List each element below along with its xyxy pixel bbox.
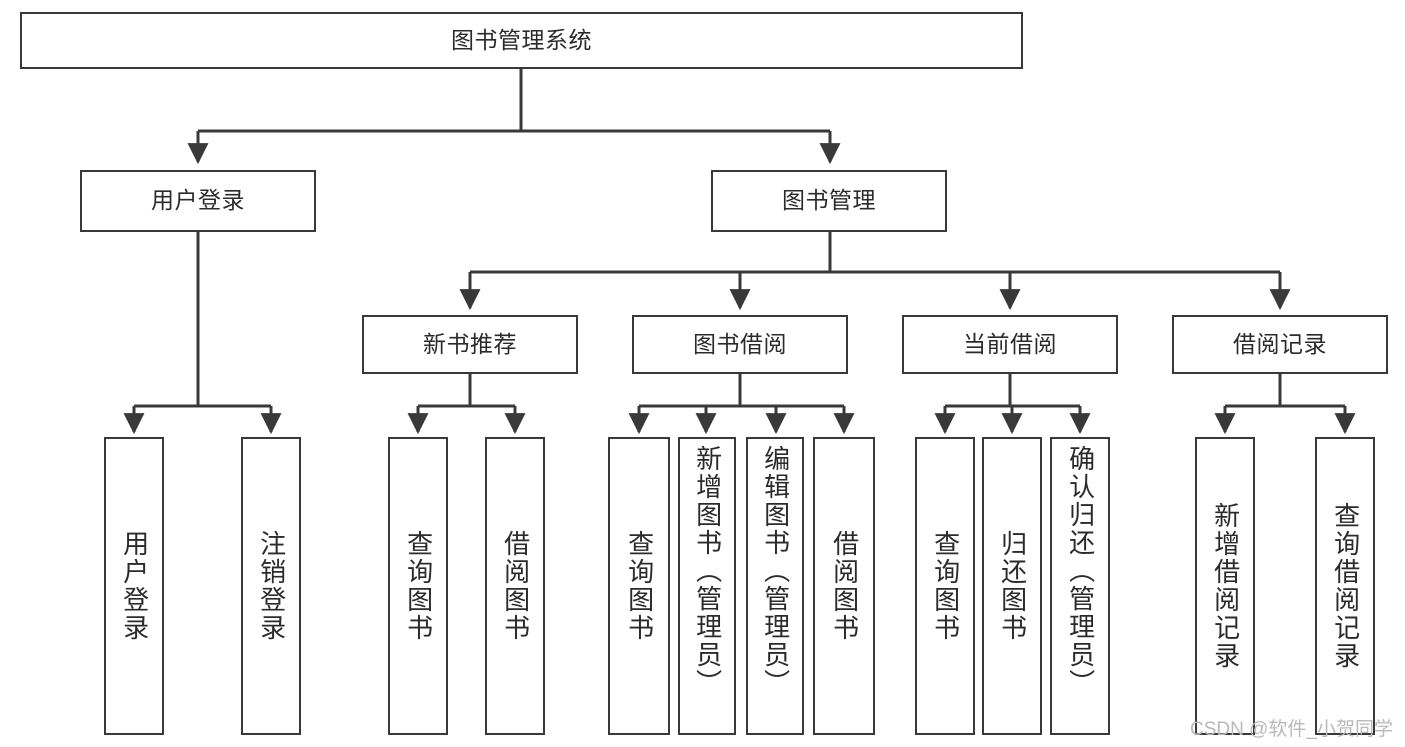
node-label: 图书借阅 — [693, 330, 787, 357]
node-label: 新书推荐 — [423, 330, 517, 357]
leaf-book-borrow-edit-book-admin[interactable]: 编辑图书（管理员） — [746, 437, 804, 735]
node-user-login[interactable]: 用户登录 — [80, 170, 316, 232]
leaf-new-book-borrow-book[interactable]: 借阅图书 — [485, 437, 545, 735]
node-label: 图书管理系统 — [451, 26, 592, 53]
leaf-current-borrow-confirm-return-admin[interactable]: 确认归还（管理员） — [1050, 437, 1110, 735]
watermark-text: CSDN @软件_小贺同学 — [1190, 719, 1393, 740]
node-label: 新增图书（管理员） — [692, 445, 723, 697]
node-label: 确认归还（管理员） — [1065, 445, 1096, 697]
node-label: 查询借阅记录 — [1330, 502, 1361, 670]
leaf-current-borrow-query-book[interactable]: 查询图书 — [915, 437, 975, 735]
leaf-borrow-record-query-record[interactable]: 查询借阅记录 — [1315, 437, 1375, 735]
node-label: 查询图书 — [930, 530, 961, 642]
node-book-borrow[interactable]: 图书借阅 — [632, 315, 848, 374]
node-label: 用户登录 — [151, 187, 245, 214]
node-book-management[interactable]: 图书管理 — [711, 170, 947, 232]
leaf-current-borrow-return-book[interactable]: 归还图书 — [982, 437, 1042, 735]
leaf-book-borrow-add-book-admin[interactable]: 新增图书（管理员） — [678, 437, 736, 735]
node-root-book-management-system[interactable]: 图书管理系统 — [20, 12, 1023, 69]
node-label: 借阅图书 — [829, 530, 860, 642]
leaf-user-login-logout[interactable]: 注销登录 — [241, 437, 301, 735]
node-label: 新增借阅记录 — [1210, 502, 1241, 670]
node-label: 借阅图书 — [500, 530, 531, 642]
leaf-borrow-record-add-record[interactable]: 新增借阅记录 — [1195, 437, 1255, 735]
node-label: 图书管理 — [782, 187, 876, 214]
node-new-book-recommend[interactable]: 新书推荐 — [362, 315, 578, 374]
node-label: 编辑图书（管理员） — [760, 445, 791, 697]
node-label: 借阅记录 — [1233, 330, 1327, 357]
node-label: 当前借阅 — [963, 330, 1057, 357]
node-label: 查询图书 — [403, 530, 434, 642]
leaf-user-login-login[interactable]: 用户登录 — [104, 437, 164, 735]
node-label: 注销登录 — [256, 530, 287, 642]
leaf-new-book-query-book[interactable]: 查询图书 — [388, 437, 448, 735]
leaf-book-borrow-query-book[interactable]: 查询图书 — [608, 437, 670, 735]
node-borrow-record[interactable]: 借阅记录 — [1172, 315, 1388, 374]
node-current-borrow[interactable]: 当前借阅 — [902, 315, 1118, 374]
node-label: 用户登录 — [119, 530, 150, 642]
node-label: 查询图书 — [624, 530, 655, 642]
leaf-book-borrow-borrow-book[interactable]: 借阅图书 — [813, 437, 875, 735]
node-label: 归还图书 — [997, 530, 1028, 642]
